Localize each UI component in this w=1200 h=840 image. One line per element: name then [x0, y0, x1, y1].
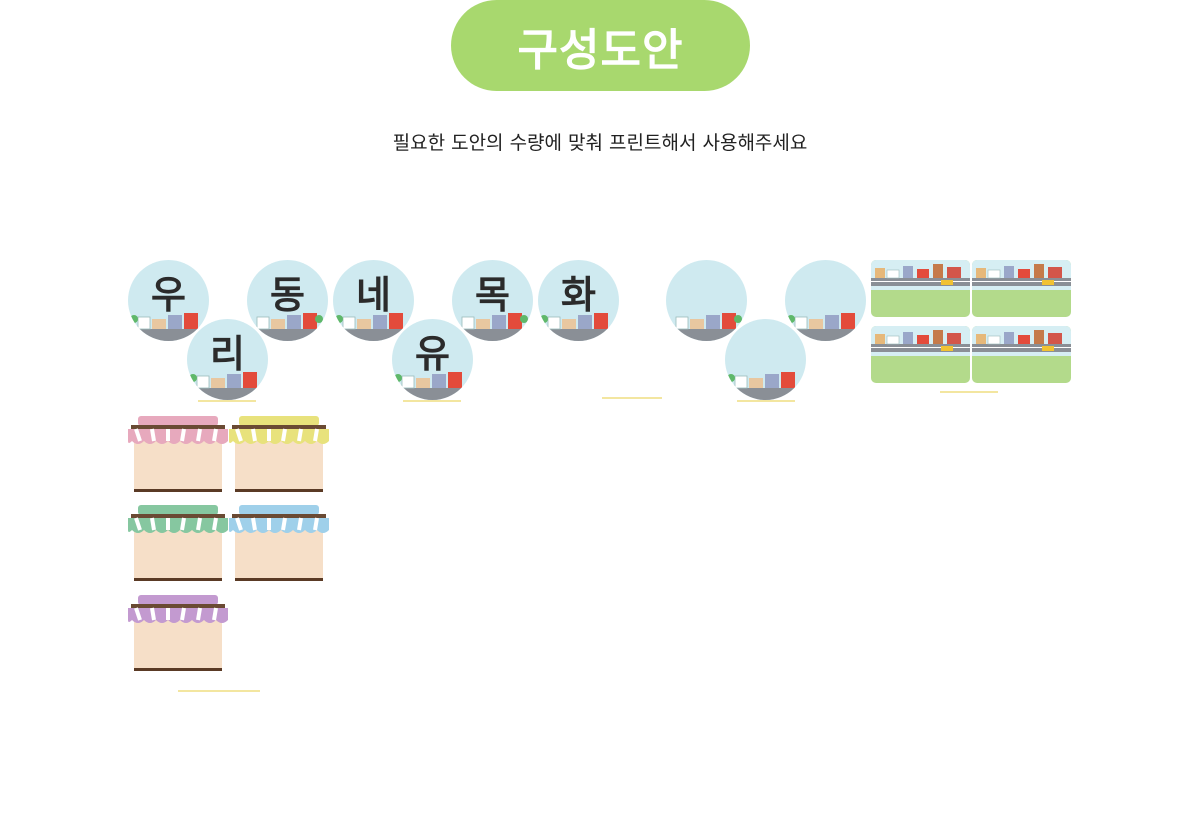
blank-circle — [785, 260, 866, 341]
letter-circle-mok: 목 — [452, 260, 533, 341]
shop-stall-pink — [128, 415, 228, 493]
caption-line — [198, 400, 256, 402]
scene-card — [972, 326, 1071, 383]
town-skyline-icon — [247, 313, 328, 341]
town-skyline-icon — [392, 372, 473, 400]
street-scene-icon — [972, 260, 1071, 290]
circle-letter: 목 — [475, 273, 510, 317]
caption-line — [940, 391, 998, 393]
street-scene-icon — [871, 260, 970, 290]
circle-letter: 화 — [561, 273, 596, 317]
town-skyline-icon — [725, 372, 806, 400]
scene-card — [972, 260, 1071, 317]
shop-stall-blue — [229, 504, 329, 582]
town-skyline-icon — [128, 313, 209, 341]
letter-circle-yu: 유 — [392, 319, 473, 400]
letter-circle-dong: 동 — [247, 260, 328, 341]
street-scene-icon — [871, 326, 970, 356]
scene-card — [871, 326, 970, 383]
letter-circle-ne: 네 — [333, 260, 414, 341]
shop-awning-icon — [128, 595, 228, 671]
caption-line — [178, 690, 260, 692]
shop-stall-green — [128, 504, 228, 582]
town-skyline-icon — [666, 313, 747, 341]
circle-letter: 동 — [270, 273, 305, 317]
town-skyline-icon — [452, 313, 533, 341]
town-skyline-icon — [187, 372, 268, 400]
scene-card — [871, 260, 970, 317]
circle-letter: 우 — [151, 273, 186, 317]
shop-awning-icon — [128, 416, 228, 492]
circle-letter: 유 — [415, 332, 450, 376]
blank-circle — [725, 319, 806, 400]
title-pill: 구성도안 — [451, 0, 750, 91]
page-subtitle: 필요한 도안의 수량에 맞춰 프린트해서 사용해주세요 — [392, 132, 808, 154]
shop-awning-icon — [128, 505, 228, 581]
town-skyline-icon — [785, 313, 866, 341]
caption-line — [403, 400, 461, 402]
letter-circle-hwa: 화 — [538, 260, 619, 341]
shop-stall-purple — [128, 594, 228, 672]
shop-awning-icon — [229, 505, 329, 581]
circle-letter: 리 — [210, 332, 245, 376]
town-skyline-icon — [333, 313, 414, 341]
letter-circle-u: 우 — [128, 260, 209, 341]
circle-letter: 네 — [356, 273, 391, 317]
caption-line — [602, 397, 662, 399]
town-skyline-icon — [538, 313, 619, 341]
shop-stall-yellow — [229, 415, 329, 493]
street-scene-icon — [972, 326, 1071, 356]
shop-awning-icon — [229, 416, 329, 492]
caption-line — [737, 400, 795, 402]
blank-circle — [666, 260, 747, 341]
page-title: 구성도안 — [517, 24, 684, 76]
